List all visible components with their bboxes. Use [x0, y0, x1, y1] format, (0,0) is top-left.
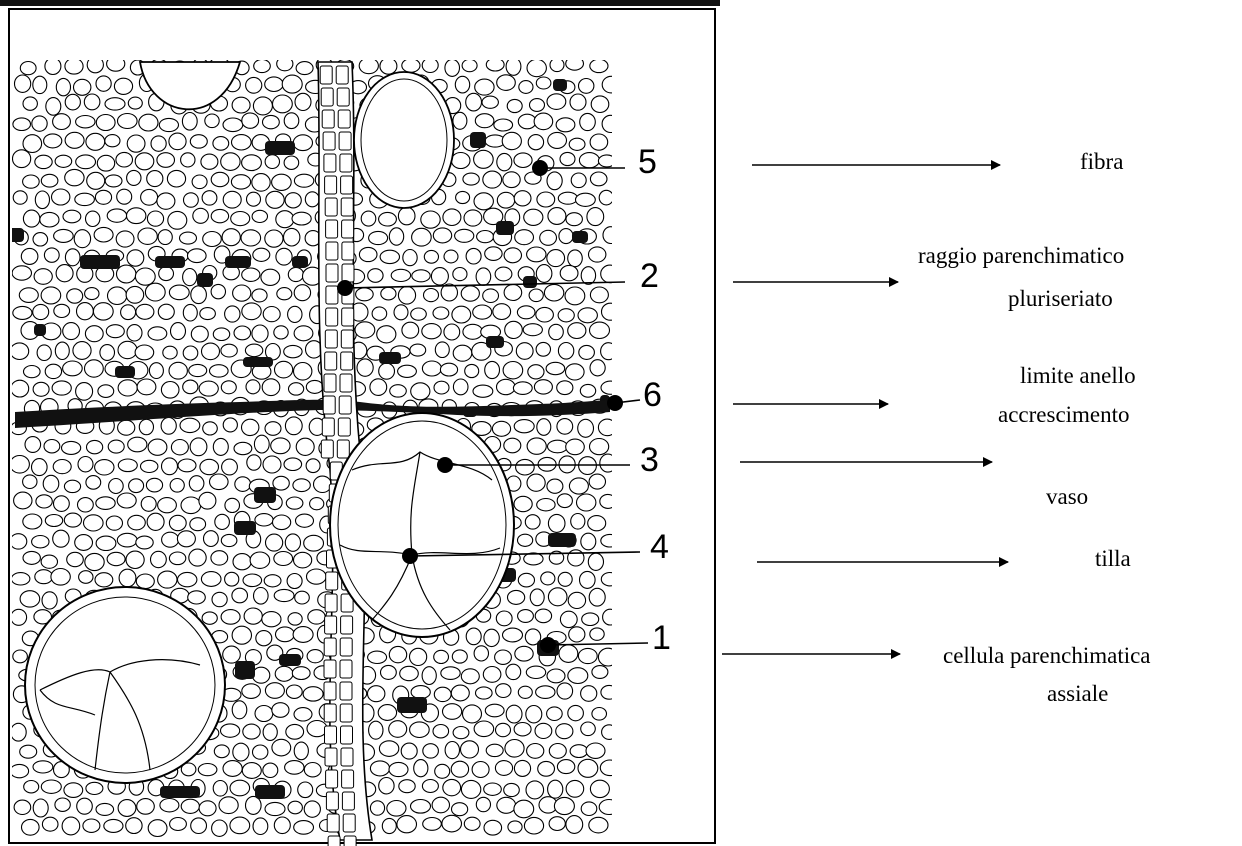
callout-number-3: 3	[640, 446, 659, 475]
label-vaso: vaso	[1046, 482, 1088, 511]
label-accrescimento: accrescimento	[998, 400, 1130, 429]
label-cellula-parenchimatica: cellula parenchimatica	[943, 641, 1151, 670]
callout-number-1: 1	[652, 624, 671, 653]
label-fibra: fibra	[1080, 147, 1123, 176]
callout-number-4: 4	[650, 533, 669, 562]
label-raggio-parenchimatico: raggio parenchimatico	[918, 241, 1124, 270]
callout-number-2: 2	[640, 262, 659, 291]
label-pluriseriato: pluriseriato	[1008, 284, 1113, 313]
vessel-bottom-left	[25, 587, 225, 783]
label-tilla: tilla	[1095, 544, 1131, 573]
top-border-strip	[0, 0, 720, 6]
label-assiale: assiale	[1047, 679, 1108, 708]
vessel-with-tyloses	[330, 413, 514, 637]
callout-number-5: 5	[638, 148, 657, 177]
vessel-top	[354, 72, 454, 208]
label-limite-anello: limite anello	[1020, 361, 1136, 390]
callout-number-6: 6	[643, 381, 662, 410]
